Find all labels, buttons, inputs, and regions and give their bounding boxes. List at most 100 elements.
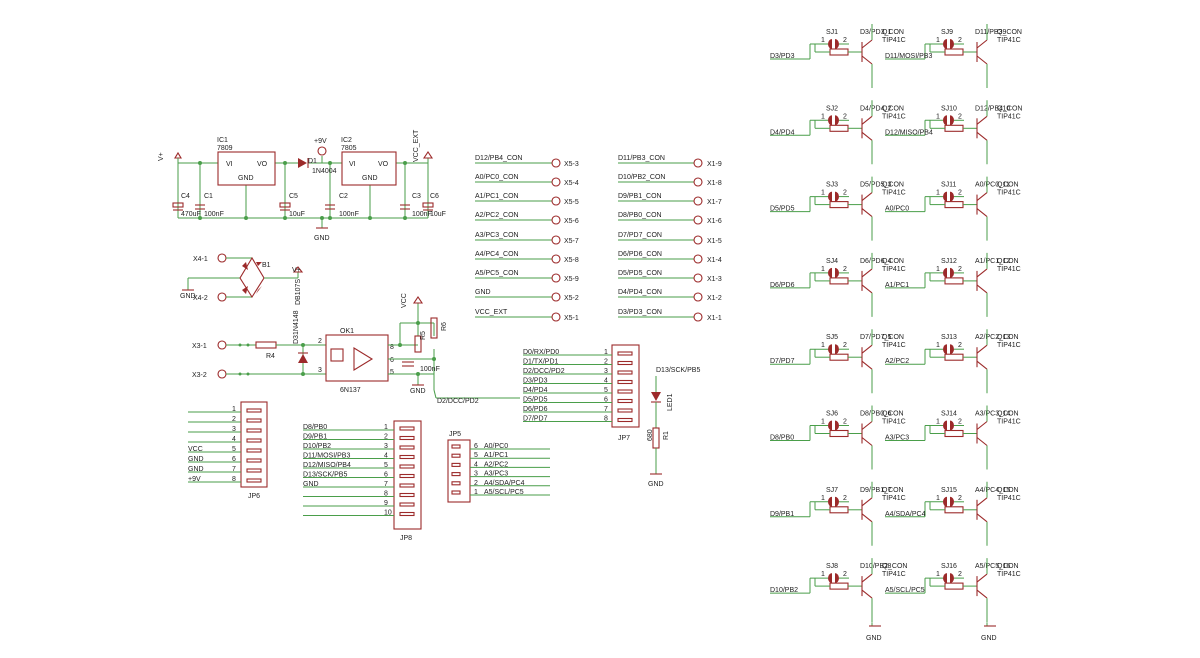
x5-terminal-pad[interactable]: [551, 177, 561, 187]
x5-terminal-pad[interactable]: [551, 292, 561, 302]
x5-terminal-pad[interactable]: [551, 215, 561, 225]
solder-jumper-icon: [943, 191, 947, 202]
jp5-pin-slot: [451, 453, 461, 458]
x5-terminal-pad[interactable]: [551, 312, 561, 322]
driver-net-label: D5/PD5: [770, 206, 795, 213]
r1-value: 680: [647, 429, 654, 441]
sj-name: SJ7: [826, 487, 838, 494]
jp8-pin-number: 3: [384, 443, 388, 450]
jp8-body: [393, 420, 422, 530]
x5-terminal-pad[interactable]: [551, 273, 561, 283]
sj-name: SJ16: [941, 563, 957, 570]
x4-2-pad[interactable]: [217, 292, 227, 302]
x1-terminal-pad[interactable]: [693, 215, 703, 225]
jp5-pin-number: 5: [474, 452, 478, 459]
sj-name: SJ9: [941, 29, 953, 36]
sj-pin2: 2: [843, 113, 847, 120]
sj-pin1: 1: [821, 571, 825, 578]
x1-terminal-pad[interactable]: [693, 254, 703, 264]
x1-pin-label: X1-8: [707, 180, 722, 187]
d3-name: D3: [293, 335, 300, 344]
x4-1-pad[interactable]: [217, 253, 227, 263]
x5-net-label: VCC_EXT: [475, 309, 508, 316]
x5-pin-label: X5-8: [564, 257, 579, 264]
ok1-pin6: 6: [390, 357, 394, 364]
jp8-pin-slot: [399, 454, 415, 460]
solder-jumper-icon: [828, 496, 832, 507]
q-value: TIP41C: [997, 495, 1021, 502]
x3-1-pad[interactable]: [217, 340, 227, 350]
x1-terminal-pad[interactable]: [693, 292, 703, 302]
con-net-label: A3/PC3_CON: [975, 411, 1019, 418]
ic2-name: IC2: [341, 137, 352, 144]
sj-pin1: 1: [821, 266, 825, 273]
x5-net-label: D12/PB4_CON: [475, 155, 522, 162]
jp6-pin-slot: [246, 408, 262, 413]
solder-jumper-icon: [943, 496, 947, 507]
x1-terminal-pad[interactable]: [693, 235, 703, 245]
jp7-pin-number: 4: [604, 378, 608, 385]
sj-pin1: 1: [936, 342, 940, 349]
d1-diode-icon: [298, 158, 307, 168]
x5-net-label: A4/PC4_CON: [475, 251, 519, 258]
q-name: Q12: [997, 258, 1010, 265]
ok1-pin3: 3: [318, 367, 322, 374]
x5-net-label: A5/PC5_CON: [475, 270, 519, 277]
jp6-pin-slot: [246, 468, 262, 473]
base-resistor-icon: [944, 353, 964, 361]
q-name: Q15: [997, 487, 1010, 494]
q-value: TIP41C: [882, 113, 906, 120]
q-name: Q2: [882, 105, 891, 112]
driver-net-label: A5/SCL/PC5: [885, 587, 925, 594]
jp7-pin-number: 3: [604, 368, 608, 375]
x1-terminal-pad[interactable]: [693, 196, 703, 206]
sj-name: SJ15: [941, 487, 957, 494]
x1-terminal-pad[interactable]: [693, 273, 703, 283]
q-value: TIP41C: [997, 37, 1021, 44]
x5-terminal-pad[interactable]: [551, 235, 561, 245]
jp8-pin-number: 1: [384, 424, 388, 431]
sj-pin1: 1: [936, 266, 940, 273]
con-net-label: D12/PB4_CON: [975, 105, 1022, 112]
x5-terminal-pad[interactable]: [551, 158, 561, 168]
sj-name: SJ12: [941, 258, 957, 265]
sj-pin2: 2: [958, 113, 962, 120]
x1-pin-label: X1-1: [707, 315, 722, 322]
sj-name: SJ2: [826, 105, 838, 112]
q-value: TIP41C: [882, 419, 906, 426]
sj-pin2: 2: [958, 571, 962, 578]
con-net-label: D3/PD3_CON: [860, 29, 904, 36]
x1-net-label: D5/PD5_CON: [618, 270, 662, 277]
jp8-pin-number: 4: [384, 453, 388, 460]
c2-name: C2: [339, 193, 348, 200]
solder-jumper-icon: [828, 39, 832, 49]
ic2-regulator: [341, 151, 397, 186]
x1-terminal-pad[interactable]: [693, 158, 703, 168]
jp7-name: JP7: [618, 435, 630, 442]
sj-pin2: 2: [958, 37, 962, 44]
x5-terminal-pad[interactable]: [551, 196, 561, 206]
jp6-net-label: GND: [188, 456, 204, 463]
sj-pin2: 2: [843, 495, 847, 502]
opto-led-icon: [330, 348, 344, 362]
x1-terminal-pad[interactable]: [693, 312, 703, 322]
q-name: Q9: [997, 29, 1006, 36]
sj-pin2: 2: [958, 266, 962, 273]
sj-pin1: 1: [936, 190, 940, 197]
x3-2-pad[interactable]: [217, 369, 227, 379]
jp8-pin-number: 9: [384, 500, 388, 507]
jp8-net-label: D11/MOSI/PB3: [303, 453, 350, 460]
ic1-name: IC1: [217, 137, 228, 144]
q-name: Q13: [997, 334, 1010, 341]
x5-terminal-pad[interactable]: [551, 254, 561, 264]
driver-net-label: D10/PB2: [770, 587, 798, 594]
opto-gate-icon: [353, 347, 374, 371]
x1-terminal-pad[interactable]: [693, 177, 703, 187]
jp7-pin-number: 1: [604, 349, 608, 356]
driver-net-label: D8/PB0: [770, 435, 794, 442]
